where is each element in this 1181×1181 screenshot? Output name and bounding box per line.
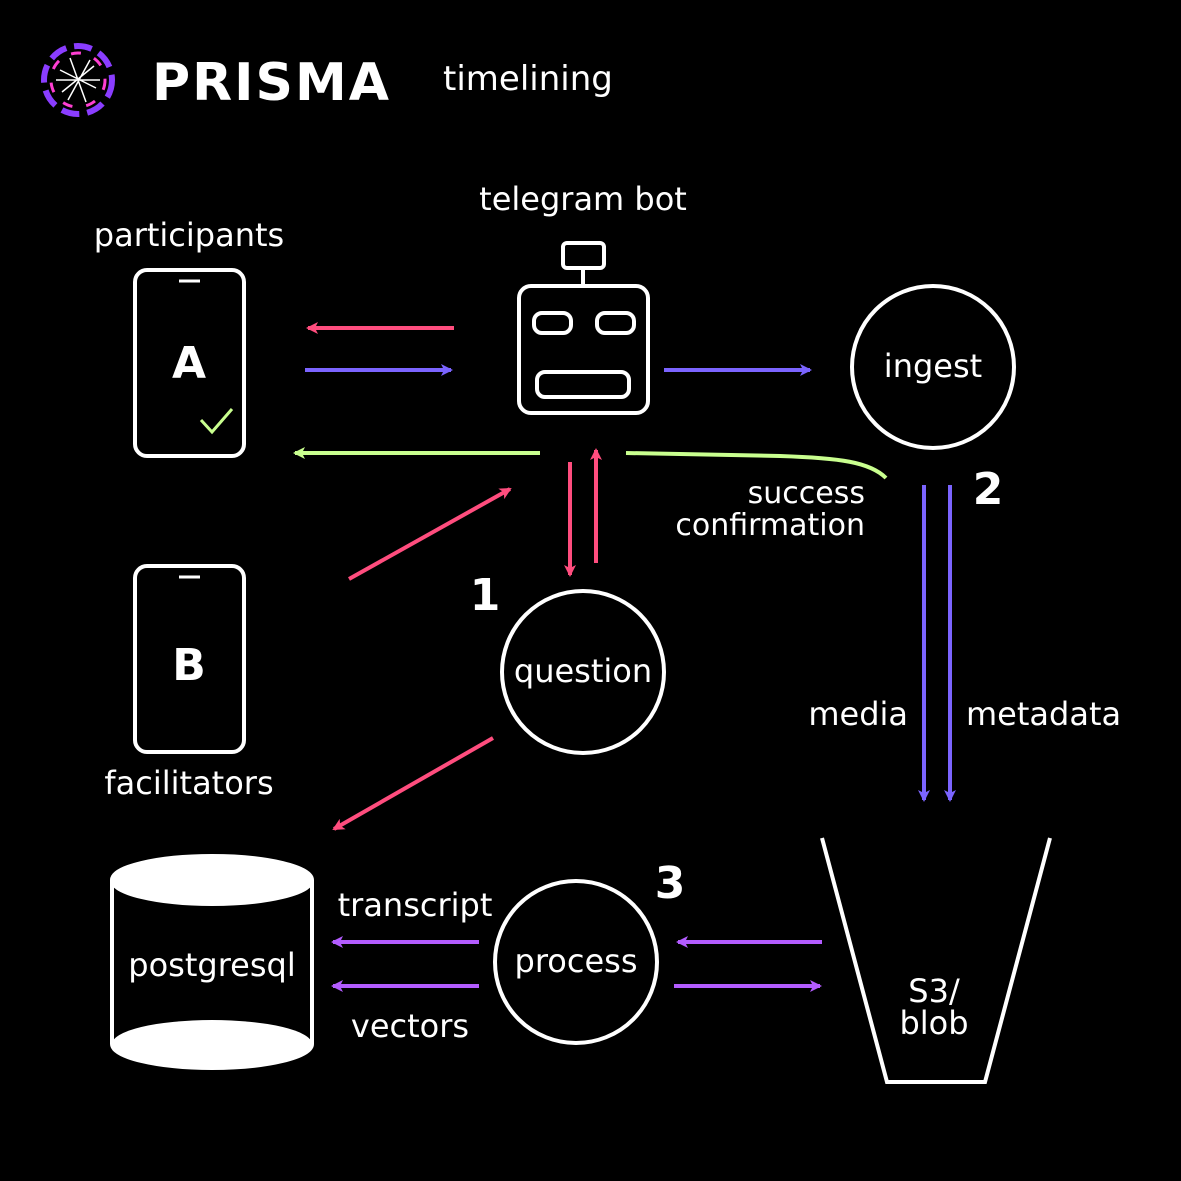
media-label: media [808, 695, 908, 733]
facilitators-label: facilitators [104, 764, 273, 802]
robot-icon [517, 241, 650, 415]
process-node [493, 879, 659, 1045]
step-1: 1 [470, 570, 501, 621]
device-letter-b: B [172, 640, 206, 691]
bot-label: telegram bot [479, 180, 687, 218]
database-icon [109, 854, 315, 1070]
transcript-label: transcript [338, 886, 493, 924]
question-label: question [514, 652, 652, 690]
metadata-label: metadata [966, 695, 1121, 733]
arrow-success-confirmation [295, 453, 888, 480]
phone-icon [133, 268, 246, 458]
postgres-label: postgresql [128, 946, 295, 984]
vectors-label: vectors [351, 1007, 469, 1045]
success-label-line1: success [748, 476, 865, 511]
arrow-question-to-postgres [332, 736, 494, 831]
ingest-node [850, 284, 1016, 450]
logo-wordmark: PRISMA [152, 53, 391, 113]
ingest-label: ingest [884, 347, 982, 385]
checkmark-icon [199, 408, 234, 435]
arrow-facilitators-to-bot [348, 487, 512, 581]
success-label-line2: confirmation [675, 508, 865, 543]
header-subtitle: timelining [443, 59, 613, 99]
step-2: 2 [973, 464, 1004, 515]
participants-label: participants [94, 216, 284, 254]
question-node [500, 589, 666, 755]
blob-label-line2: blob [899, 1004, 968, 1042]
device-letter-a: A [172, 338, 206, 389]
step-3: 3 [655, 858, 686, 909]
blob-label-line1: S3/ [908, 972, 960, 1010]
bucket-icon [820, 837, 1052, 1084]
process-label: process [515, 942, 638, 980]
phone-icon [133, 564, 246, 754]
prisma-logo-icon [41, 43, 115, 117]
